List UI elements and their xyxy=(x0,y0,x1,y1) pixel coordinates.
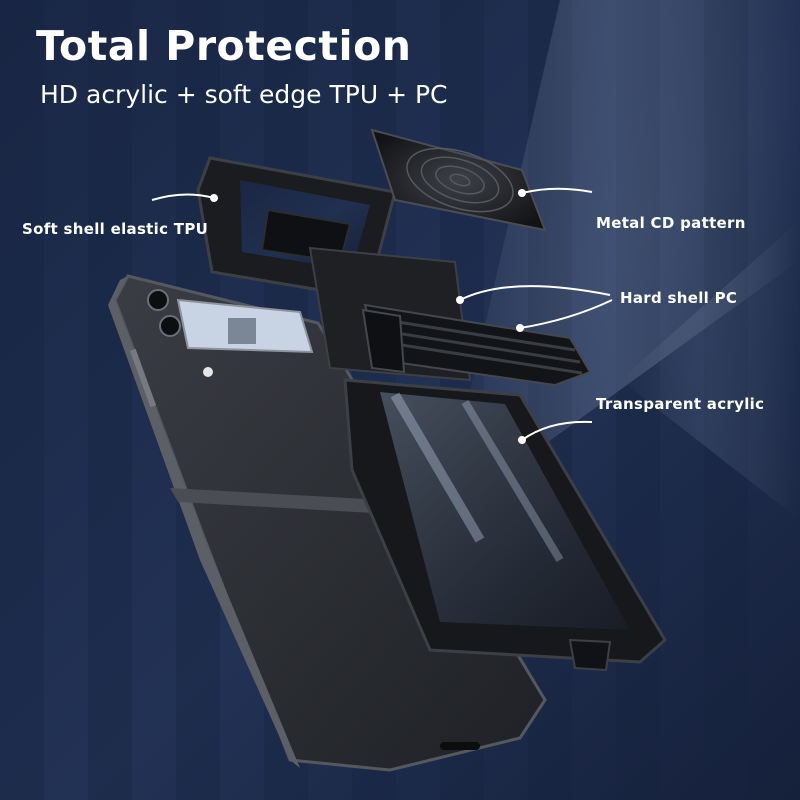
cd-slider-body xyxy=(370,128,547,232)
hinge-cover-end xyxy=(361,308,406,374)
leader-acrylic xyxy=(521,420,593,441)
leader-pc-lower xyxy=(519,299,613,329)
callout-transparent-acrylic: Transparent acrylic xyxy=(596,395,765,413)
callout-hard-shell-pc: Hard shell PC xyxy=(620,289,738,307)
phone-hinge xyxy=(170,488,392,514)
leader-cd xyxy=(521,187,593,194)
case-acrylic-panel xyxy=(380,392,630,630)
callout-leaders xyxy=(151,187,613,441)
camera-lens xyxy=(159,315,181,337)
light-beam xyxy=(440,0,800,520)
hinge-cover xyxy=(361,303,592,387)
callout-dots xyxy=(210,189,526,444)
cover-screen-figure xyxy=(228,318,256,344)
acrylic-reflection xyxy=(461,399,564,563)
flash-dot xyxy=(203,367,213,377)
leader-pc-upper xyxy=(459,285,611,301)
callout-soft-shell-tpu: Soft shell elastic TPU xyxy=(22,220,209,238)
light-beam-2 xyxy=(620,220,800,520)
metal-cd-slider xyxy=(370,128,547,232)
callout-metal-cd-pattern: Metal CD pattern xyxy=(596,214,746,232)
usb-port xyxy=(440,742,480,750)
leader-tpu xyxy=(151,193,215,201)
page-subtitle: HD acrylic + soft edge TPU + PC xyxy=(40,80,448,109)
camera-lens xyxy=(147,289,169,311)
side-button xyxy=(129,348,157,408)
acrylic-reflection xyxy=(390,392,485,543)
case-bottom-tab xyxy=(568,638,612,672)
page-title: Total Protection xyxy=(36,22,412,70)
